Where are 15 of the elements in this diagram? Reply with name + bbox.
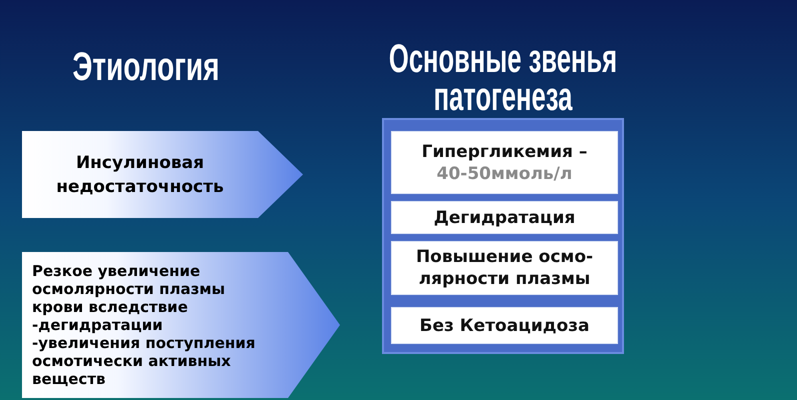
stage-box: [391, 307, 618, 344]
stage-text: Без Кетоацидоза: [420, 314, 590, 336]
stage-box: [391, 241, 618, 295]
stage-box: [391, 131, 618, 194]
chevron-text: -увеличения поступления осмотически активных веществ: [32, 334, 256, 388]
chevron-text: -дегидратации: [32, 316, 164, 334]
stage-box: [391, 201, 618, 234]
panel-heading: Основные звенья патогенеза: [388, 40, 618, 116]
stage-text: Дегидратация: [434, 206, 576, 228]
stage-text: Повышение осмо-лярности плазмы: [414, 246, 594, 290]
stage-text: Гипергликемия –: [422, 140, 588, 162]
stage-text: 40-50ммоль/л: [436, 162, 572, 184]
chevron-text: Инсулиновая недостаточность: [55, 152, 225, 198]
column-heading: Этиология: [72, 48, 220, 86]
chevron-text: Резкое увеличение осмолярности плазмы крови вследствие: [32, 262, 226, 316]
